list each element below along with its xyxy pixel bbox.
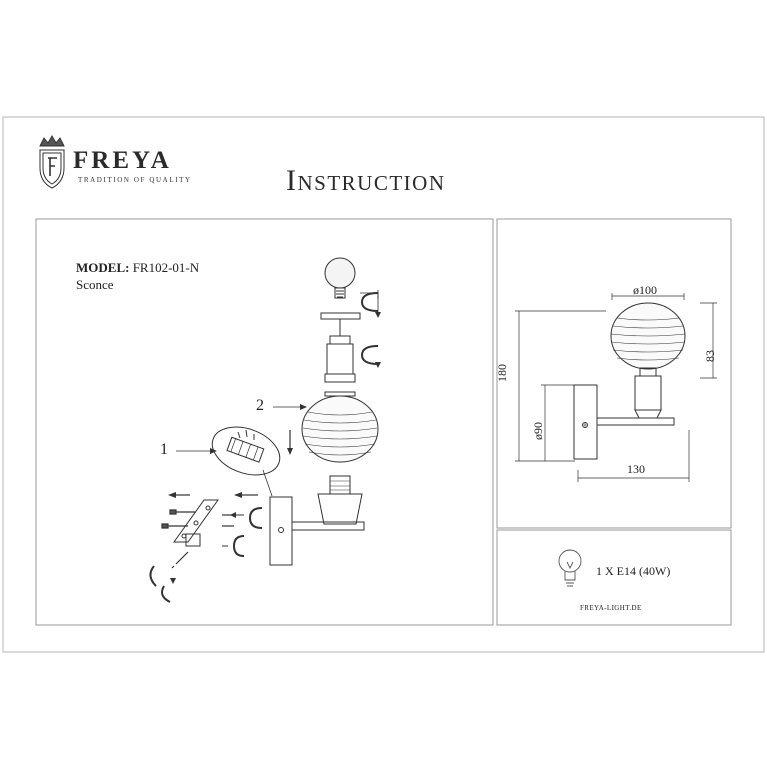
terminal-block-detail [211,426,281,476]
wall-clip [248,507,263,529]
dimension-shade-diameter: ø100 [633,283,657,297]
dimension-panel [496,218,732,529]
model-line: MODEL: FR102-01-N [76,260,199,276]
dimension-total-height: 180 [495,364,509,382]
callout-1: 1 [160,441,168,458]
brand-name: FREYA [73,147,172,174]
bulb-spec: 1 X E14 (40W) [596,564,671,578]
retaining-clip [360,292,379,312]
mounting-bracket-drawing [173,499,219,547]
assembly-panel [35,218,494,626]
retaining-clip [360,345,379,365]
model-code: FR102-01-N [132,260,200,275]
assembly-drawing [149,257,381,603]
lamp-holder-drawing [320,312,361,397]
retaining-clip [161,585,171,603]
wall-bracket-drawing [269,496,365,566]
retaining-clip [149,565,157,587]
model-label: MODEL: [76,260,130,275]
mounting-screws [161,509,234,569]
brand-tagline: TRADITION OF QUALITY [78,176,192,184]
outer-frame [2,116,765,653]
website: FREYA-LIGHT.DE [580,604,642,612]
dimension-drawing [515,293,717,482]
wall-clip [232,535,245,557]
page-title: Instruction [286,164,446,197]
spec-panel [496,529,732,626]
socket-drawing [317,475,363,525]
bulb-drawing [324,257,356,299]
dimension-projection: 130 [627,462,645,476]
bulb-icon [558,549,582,587]
freya-crest-logo [39,134,65,189]
dimension-base-diameter: ø90 [531,422,545,440]
callout-2: 2 [256,397,264,414]
glass-shade-drawing [301,395,379,463]
dimension-shade-height: 83 [703,350,717,362]
product-type: Sconce [76,277,114,292]
